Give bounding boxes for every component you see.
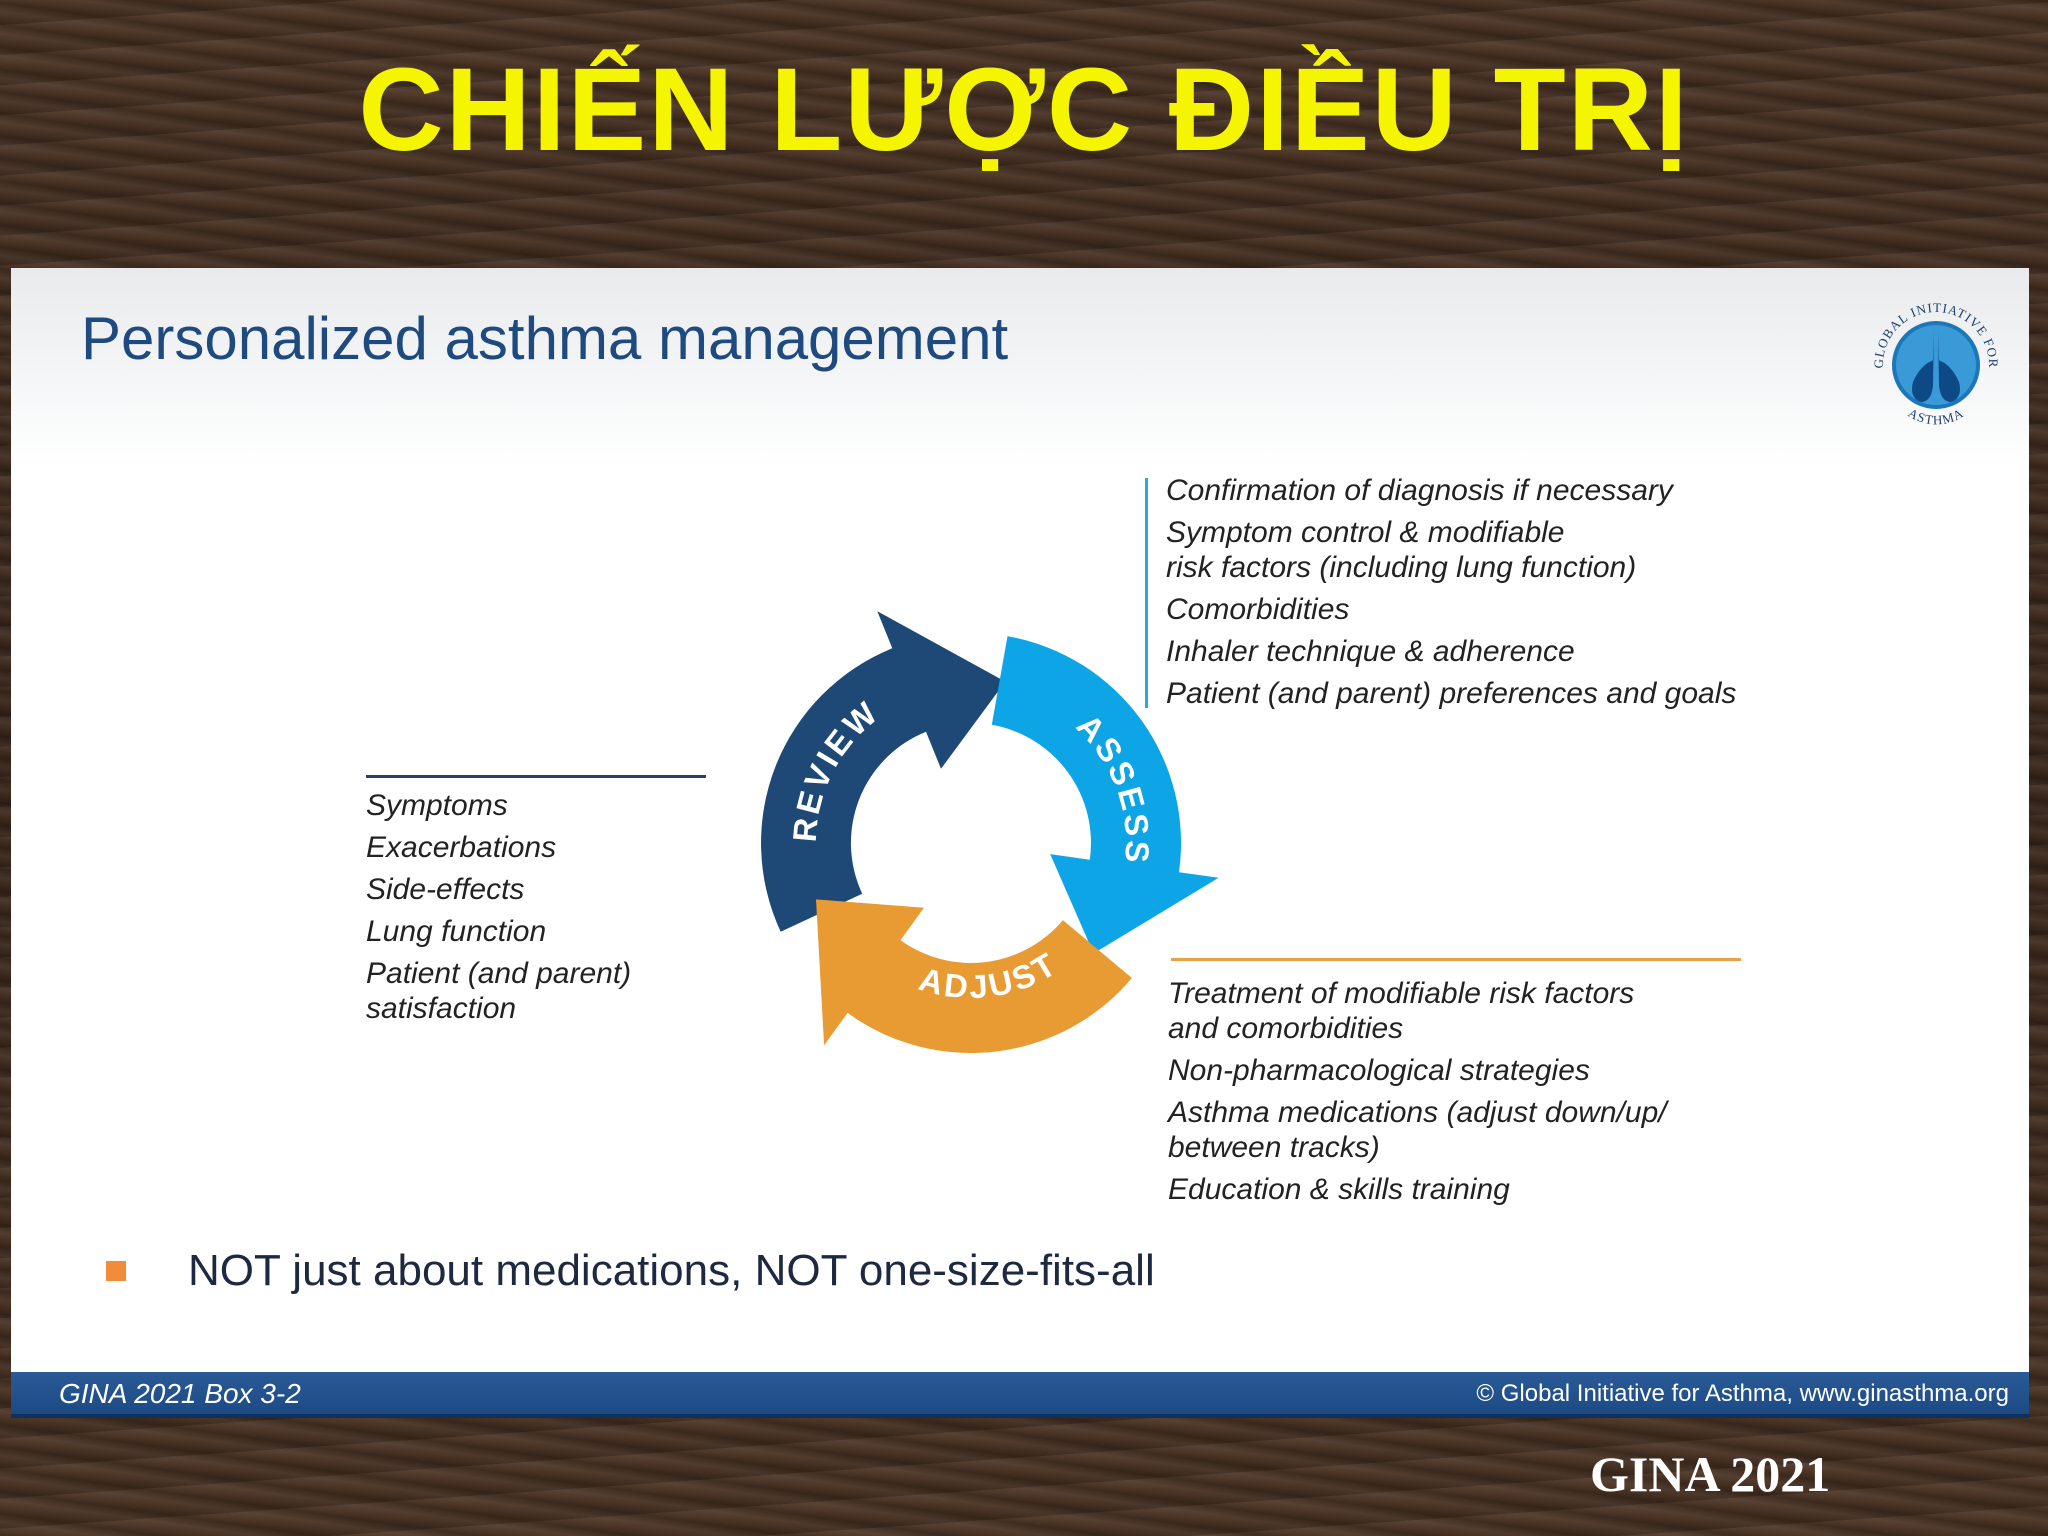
review-arrow — [761, 611, 1006, 932]
footer-copyright: © Global Initiative for Asthma, www.gina… — [1476, 1380, 2009, 1407]
assess-item: Inhaler technique & adherence — [1166, 635, 1575, 668]
assess-item: Symptom control & modifiable — [1166, 516, 1565, 549]
assess-item: Confirmation of diagnosis if necessary — [1166, 474, 1673, 507]
corner-tag: GINA 2021 — [1590, 1446, 1831, 1502]
assess-list: Confirmation of diagnosis if necessary S… — [1166, 473, 1736, 718]
review-item: Patient (and parent) — [366, 957, 632, 990]
adjust-item: Treatment of modifiable risk factors — [1168, 977, 1635, 1010]
gina-lung-logo-icon: GLOBAL INITIATIVE FOR ASTHMA — [1871, 300, 2000, 428]
bullet-text: NOT just about medications, NOT one-size… — [188, 1246, 1155, 1295]
banner-title: CHIẾN LƯỢC ĐIỀU TRỊ — [358, 44, 1690, 176]
adjust-arrow — [816, 899, 1132, 1054]
diagram-area — [351, 468, 1791, 1228]
adjust-connector-line — [1171, 958, 1741, 961]
assess-arrow — [991, 636, 1219, 954]
review-item: Symptoms — [366, 789, 508, 822]
slide-footer: GINA 2021 Box 3-2 © Global Initiative fo… — [11, 1372, 2029, 1418]
footer-source: GINA 2021 Box 3-2 — [59, 1378, 301, 1409]
review-item: Lung function — [366, 915, 547, 948]
review-connector-line — [366, 775, 706, 778]
adjust-item: and comorbidities — [1168, 1012, 1404, 1045]
adjust-item: between tracks) — [1168, 1131, 1380, 1164]
cycle-diagram: REVIEW ASSESS ADJUST — [761, 611, 1219, 1054]
bullet-square-icon — [106, 1261, 126, 1281]
review-list: Symptoms Exacerbations Side-effects Lung… — [366, 788, 631, 1033]
bullet-point: NOT just about medications, NOT one-size… — [106, 1246, 1155, 1296]
assess-item: Comorbidities — [1166, 593, 1350, 626]
svg-text:ASTHMA: ASTHMA — [1906, 405, 1967, 427]
adjust-item: Asthma medications (adjust down/up/ — [1168, 1096, 1667, 1129]
review-item: Exacerbations — [366, 831, 557, 864]
adjust-item: Education & skills training — [1168, 1173, 1510, 1206]
assess-item: risk factors (including lung function) — [1166, 551, 1637, 584]
logo-bottom-text: ASTHMA — [1906, 405, 1966, 427]
slide: Personalized asthma management GLOBAL IN… — [11, 268, 2029, 1418]
review-item: Side-effects — [366, 873, 525, 906]
assess-item: Patient (and parent) preferences and goa… — [1166, 677, 1737, 710]
review-item: satisfaction — [366, 992, 517, 1025]
adjust-list: Treatment of modifiable risk factors and… — [1168, 976, 1667, 1214]
adjust-item: Non-pharmacological strategies — [1168, 1054, 1590, 1087]
slide-title: Personalized asthma management — [81, 305, 1009, 372]
assess-connector-line — [1145, 478, 1148, 708]
